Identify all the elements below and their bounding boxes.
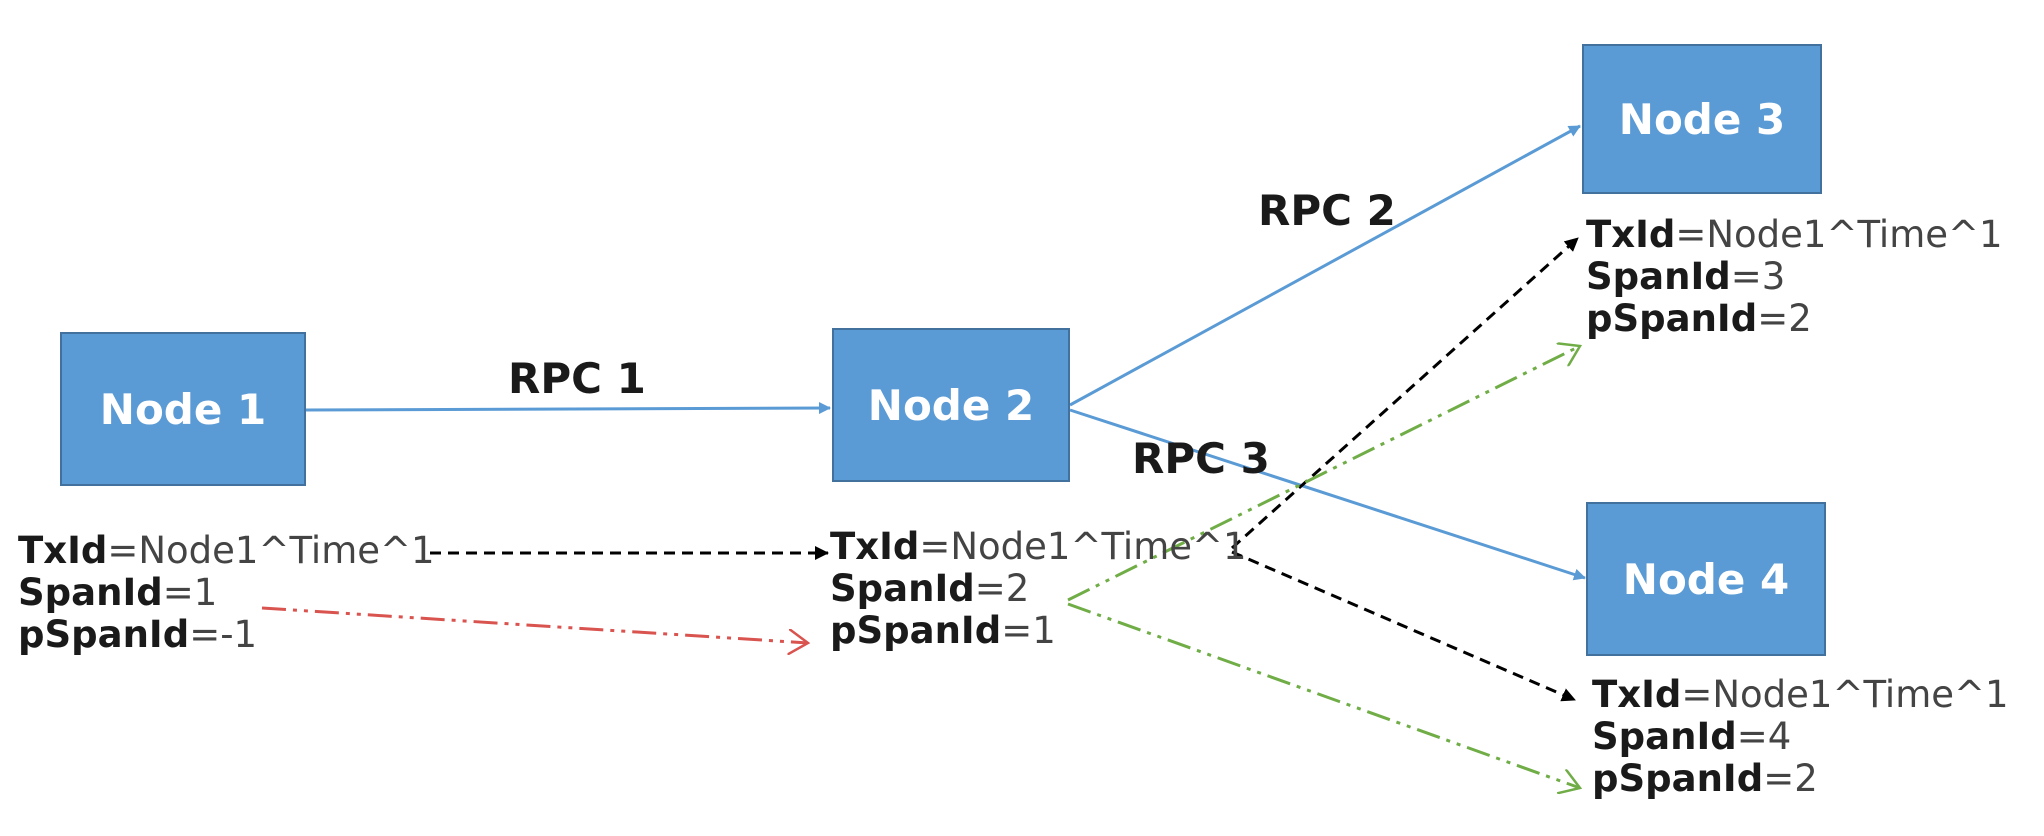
txid-line: TxId=Node1^Time^1: [1586, 214, 2003, 256]
spanid-key: SpanId: [830, 567, 975, 610]
txid-arrow-2-to-3: [1230, 236, 1580, 550]
node-4-info: TxId=Node1^Time^1 SpanId=4 pSpanId=2: [1592, 674, 2009, 800]
node-3: Node 3: [1582, 44, 1822, 194]
txid-value: =Node1^Time^1: [1681, 673, 2009, 716]
txid-value: =Node1^Time^1: [919, 525, 1247, 568]
pspanid-line: pSpanId=-1: [18, 614, 435, 656]
txid-value: =Node1^Time^1: [1675, 213, 2003, 256]
pspanid-value: =2: [1763, 757, 1818, 800]
txid-key: TxId: [1592, 673, 1682, 716]
node-1: Node 1: [60, 332, 306, 486]
txid-line: TxId=Node1^Time^1: [1592, 674, 2009, 716]
span-arrow-2-to-4: [1067, 602, 1580, 788]
pspanid-value: =1: [1001, 609, 1056, 652]
node-3-info: TxId=Node1^Time^1 SpanId=3 pSpanId=2: [1586, 214, 2003, 340]
pspanid-line: pSpanId=1: [830, 610, 1247, 652]
span-arrow-1-to-2: [261, 606, 808, 643]
spanid-key: SpanId: [18, 571, 163, 614]
spanid-key: SpanId: [1586, 255, 1731, 298]
rpc1-label: RPC 1: [508, 354, 646, 403]
spanid-value: =3: [1730, 255, 1786, 298]
txid-key: TxId: [18, 529, 108, 572]
node-4: Node 4: [1586, 502, 1826, 656]
txid-line: TxId=Node1^Time^1: [830, 526, 1247, 568]
pspanid-value: =-1: [189, 613, 258, 656]
rpc1-arrow: [304, 402, 831, 415]
spanid-line: SpanId=2: [830, 568, 1247, 610]
spanid-value: =1: [162, 571, 218, 614]
node-4-label: Node 4: [1622, 554, 1790, 604]
pspanid-key: pSpanId: [1592, 757, 1764, 800]
node-2-label: Node 2: [867, 380, 1035, 430]
spanid-line: SpanId=1: [18, 572, 435, 614]
spanid-line: SpanId=4: [1592, 716, 2009, 758]
pspanid-key: pSpanId: [1586, 297, 1758, 340]
spanid-value: =4: [1736, 715, 1792, 758]
node-2: Node 2: [832, 328, 1070, 482]
node-2-info: TxId=Node1^Time^1 SpanId=2 pSpanId=1: [830, 526, 1247, 652]
txid-key: TxId: [1586, 213, 1676, 256]
pspanid-key: pSpanId: [830, 609, 1002, 652]
txid-arrow-2-to-4: [1231, 550, 1576, 702]
spanid-key: SpanId: [1592, 715, 1737, 758]
span-arrow-2-to-3: [1067, 346, 1580, 602]
txid-value: =Node1^Time^1: [107, 529, 435, 572]
rpc2-arrow: [1069, 124, 1581, 407]
node-1-label: Node 1: [99, 384, 267, 434]
txid-key: TxId: [830, 525, 920, 568]
pspanid-line: pSpanId=2: [1586, 298, 2003, 340]
spanid-value: =2: [974, 567, 1030, 610]
node-3-label: Node 3: [1618, 94, 1786, 144]
txid-line: TxId=Node1^Time^1: [18, 530, 435, 572]
pspanid-value: =2: [1757, 297, 1812, 340]
rpc2-label: RPC 2: [1258, 186, 1396, 235]
rpc3-label: RPC 3: [1132, 434, 1270, 483]
rpc3-arrow: [1069, 408, 1586, 581]
pspanid-line: pSpanId=2: [1592, 758, 2009, 800]
spanid-line: SpanId=3: [1586, 256, 2003, 298]
node-1-info: TxId=Node1^Time^1 SpanId=1 pSpanId=-1: [18, 530, 435, 656]
pspanid-key: pSpanId: [18, 613, 190, 656]
